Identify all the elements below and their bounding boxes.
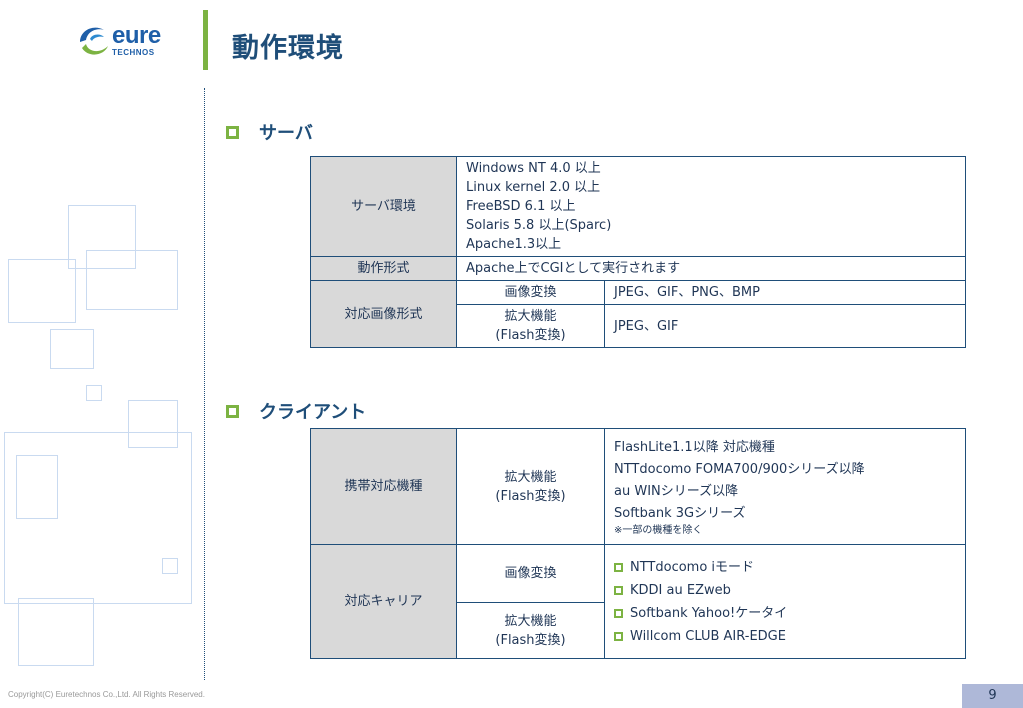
mobile-label-cell: 携帯対応機種 bbox=[310, 428, 457, 545]
deco-square bbox=[162, 558, 178, 574]
mobile-value: NTTdocomo FOMA700/900シリーズ以降 bbox=[614, 461, 865, 477]
deco-square bbox=[4, 432, 192, 604]
ext-label-cell: 拡大機能 (Flash変換) bbox=[456, 428, 605, 545]
deco-square bbox=[86, 385, 102, 401]
table-row: 携帯対応機種 拡大機能 (Flash変換) FlashLite1.1以降 対応機… bbox=[310, 428, 966, 545]
section-label: サーバ bbox=[259, 123, 313, 144]
ext-label-line: 拡大機能 bbox=[504, 613, 557, 629]
carrier-name: Willcom CLUB AIR-EDGE bbox=[630, 628, 786, 644]
table-row: 拡大機能 (Flash変換) bbox=[311, 602, 966, 659]
carrier-label-cell: 対応キャリア bbox=[310, 544, 457, 659]
carrier-name: KDDI au EZweb bbox=[630, 582, 731, 598]
mode-value-cell: Apache上でCGIとして実行されます bbox=[456, 256, 966, 281]
table-row: 対応画像形式 画像変換 JPEG、GIF、PNG、BMP bbox=[310, 280, 966, 348]
carrier-name: Softbank Yahoo!ケータイ bbox=[630, 605, 788, 621]
carrier-name: NTTdocomo iモード bbox=[630, 559, 755, 575]
client-table: 携帯対応機種 拡大機能 (Flash変換) FlashLite1.1以降 対応機… bbox=[310, 428, 966, 659]
mobile-value: Softbank 3Gシリーズ bbox=[614, 505, 746, 521]
carrier-item: NTTdocomo iモード bbox=[614, 556, 956, 579]
deco-square bbox=[86, 250, 178, 310]
logo-swirl-icon bbox=[80, 27, 108, 55]
env-label-cell: サーバ環境 bbox=[310, 156, 457, 257]
deco-square bbox=[18, 598, 94, 666]
section-server-heading: サーバ bbox=[226, 119, 313, 145]
conv-label-cell: 画像変換 bbox=[456, 544, 605, 603]
ext-label-line: (Flash変換) bbox=[495, 328, 566, 343]
mobile-note: ※一部の機種を除く bbox=[614, 524, 703, 536]
mode-label-cell: 動作形式 bbox=[310, 256, 457, 281]
carrier-list-cell: NTTdocomo iモード KDDI au EZweb Softbank Ya… bbox=[604, 544, 966, 659]
checkbox-bullet-icon bbox=[614, 608, 623, 618]
conv-value-cell: JPEG、GIF、PNG、BMP bbox=[604, 280, 966, 305]
ext-label-line: (Flash変換) bbox=[495, 488, 566, 504]
mobile-value: FlashLite1.1以降 対応機種 bbox=[614, 439, 775, 455]
ext-label-line: (Flash変換) bbox=[495, 632, 566, 648]
carrier-item: Softbank Yahoo!ケータイ bbox=[614, 602, 956, 625]
table-row: 動作形式 Apache上でCGIとして実行されます bbox=[310, 256, 966, 281]
server-table: サーバ環境 Windows NT 4.0 以上 Linux kernel 2.0… bbox=[310, 156, 966, 348]
table-row: サーバ環境 Windows NT 4.0 以上 Linux kernel 2.0… bbox=[310, 156, 966, 257]
env-value: Solaris 5.8 以上(Sparc) bbox=[466, 218, 612, 233]
page-title: 動作環境 bbox=[232, 33, 344, 64]
table-row: 拡大機能 (Flash変換) JPEG、GIF bbox=[311, 304, 966, 348]
deco-square bbox=[50, 329, 94, 369]
table-row: 対応キャリア 画像変換 NTTdocomo iモード KDDI au EZweb… bbox=[310, 544, 966, 659]
mobile-value: au WINシリーズ以降 bbox=[614, 483, 739, 499]
ext-label-cell: 拡大機能 (Flash変換) bbox=[456, 602, 605, 659]
deco-square bbox=[68, 205, 136, 269]
checkbox-bullet-icon bbox=[614, 631, 623, 641]
env-value: FreeBSD 6.1 以上 bbox=[466, 199, 576, 214]
format-label-cell: 対応画像形式 bbox=[310, 280, 457, 348]
company-logo: eure TECHNOS bbox=[76, 22, 176, 60]
logo-wordmark: eure bbox=[112, 22, 161, 49]
mobile-values-cell: FlashLite1.1以降 対応機種 NTTdocomo FOMA700/90… bbox=[604, 428, 966, 545]
vertical-divider bbox=[204, 88, 205, 680]
ext-label-line: 拡大機能 bbox=[504, 309, 557, 324]
env-value: Apache1.3以上 bbox=[466, 237, 562, 252]
env-values-cell: Windows NT 4.0 以上 Linux kernel 2.0 以上 Fr… bbox=[456, 156, 966, 257]
ext-value-cell: JPEG、GIF bbox=[604, 304, 966, 348]
logo-subtext: TECHNOS bbox=[112, 48, 155, 57]
deco-square bbox=[8, 259, 76, 323]
checkbox-bullet-icon bbox=[226, 125, 239, 139]
conv-label-cell: 画像変換 bbox=[456, 280, 605, 305]
carrier-item: KDDI au EZweb bbox=[614, 579, 956, 602]
ext-label-cell: 拡大機能 (Flash変換) bbox=[456, 304, 605, 348]
section-label: クライアント bbox=[259, 402, 367, 423]
carrier-item: Willcom CLUB AIR-EDGE bbox=[614, 625, 956, 648]
checkbox-bullet-icon bbox=[614, 585, 623, 595]
title-accent-bar bbox=[203, 10, 208, 70]
deco-square bbox=[128, 400, 178, 448]
checkbox-bullet-icon bbox=[226, 404, 239, 418]
env-value: Windows NT 4.0 以上 bbox=[466, 161, 601, 176]
env-value: Linux kernel 2.0 以上 bbox=[466, 180, 601, 195]
copyright-text: Copyright(C) Euretechnos Co.,Ltd. All Ri… bbox=[8, 690, 205, 699]
ext-label-line: 拡大機能 bbox=[504, 469, 557, 485]
checkbox-bullet-icon bbox=[614, 562, 623, 572]
section-client-heading: クライアント bbox=[226, 398, 366, 424]
page-number: 9 bbox=[962, 684, 1023, 708]
deco-square bbox=[16, 455, 58, 519]
